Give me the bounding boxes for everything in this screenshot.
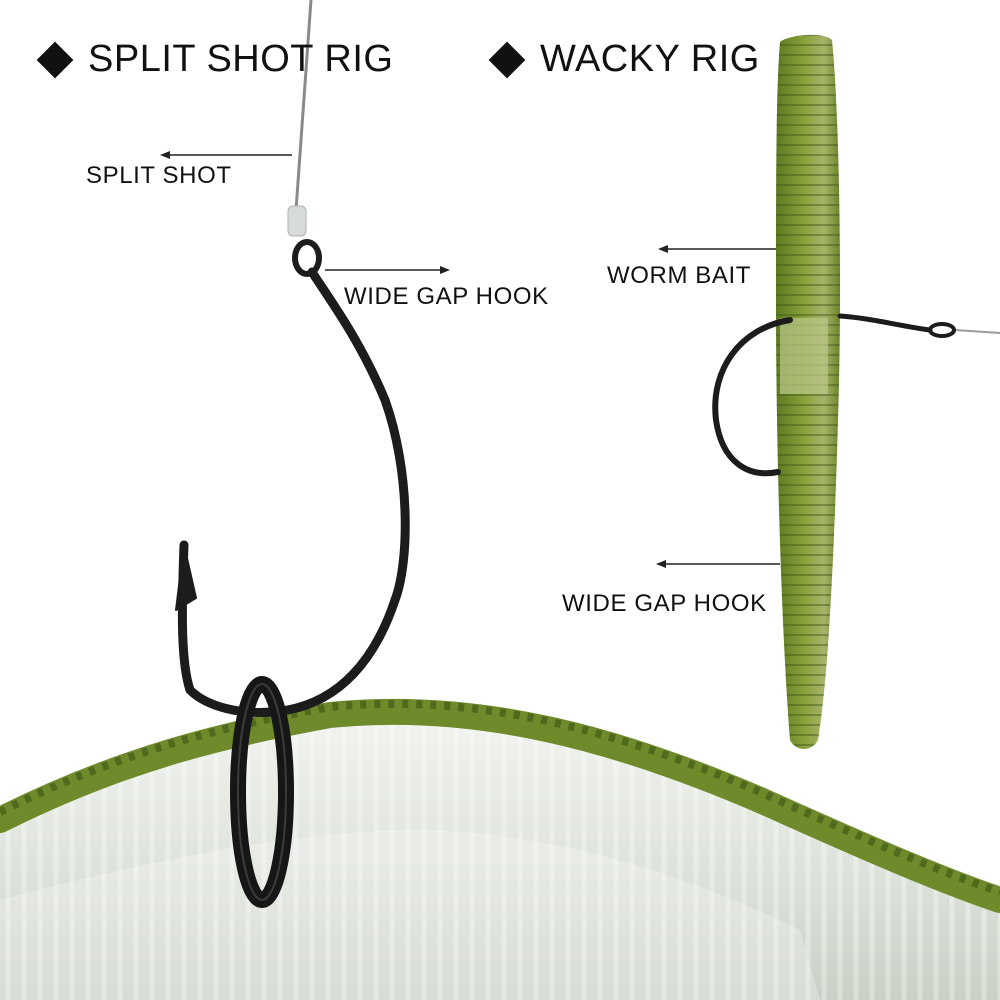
heading-split-shot-rig: SPLIT SHOT RIG <box>36 38 394 81</box>
diamond-bullet-icon <box>488 41 526 78</box>
large-worm-bait <box>0 698 1000 1000</box>
label-wide-gap-hook-left: WIDE GAP HOOK <box>344 283 549 310</box>
hook-icon <box>175 239 410 717</box>
diamond-bullet-icon <box>36 41 74 78</box>
label-worm-bait: WORM BAIT <box>607 262 752 289</box>
o-ring-icon <box>230 676 294 908</box>
heading-split-shot-rig-text: SPLIT SHOT RIG <box>88 38 394 80</box>
heading-wacky-rig: WACKY RIG <box>488 38 760 81</box>
split-shot-sinker <box>287 205 307 237</box>
wacky-hook <box>712 313 1000 477</box>
heading-wacky-rig-text: WACKY RIG <box>540 38 760 80</box>
pointer-arrows <box>160 151 780 568</box>
label-wide-gap-hook-right: WIDE GAP HOOK <box>562 590 767 617</box>
fishing-line-left <box>294 0 313 211</box>
label-split-shot: SPLIT SHOT <box>86 162 232 189</box>
stick-worm-bait <box>776 34 840 749</box>
